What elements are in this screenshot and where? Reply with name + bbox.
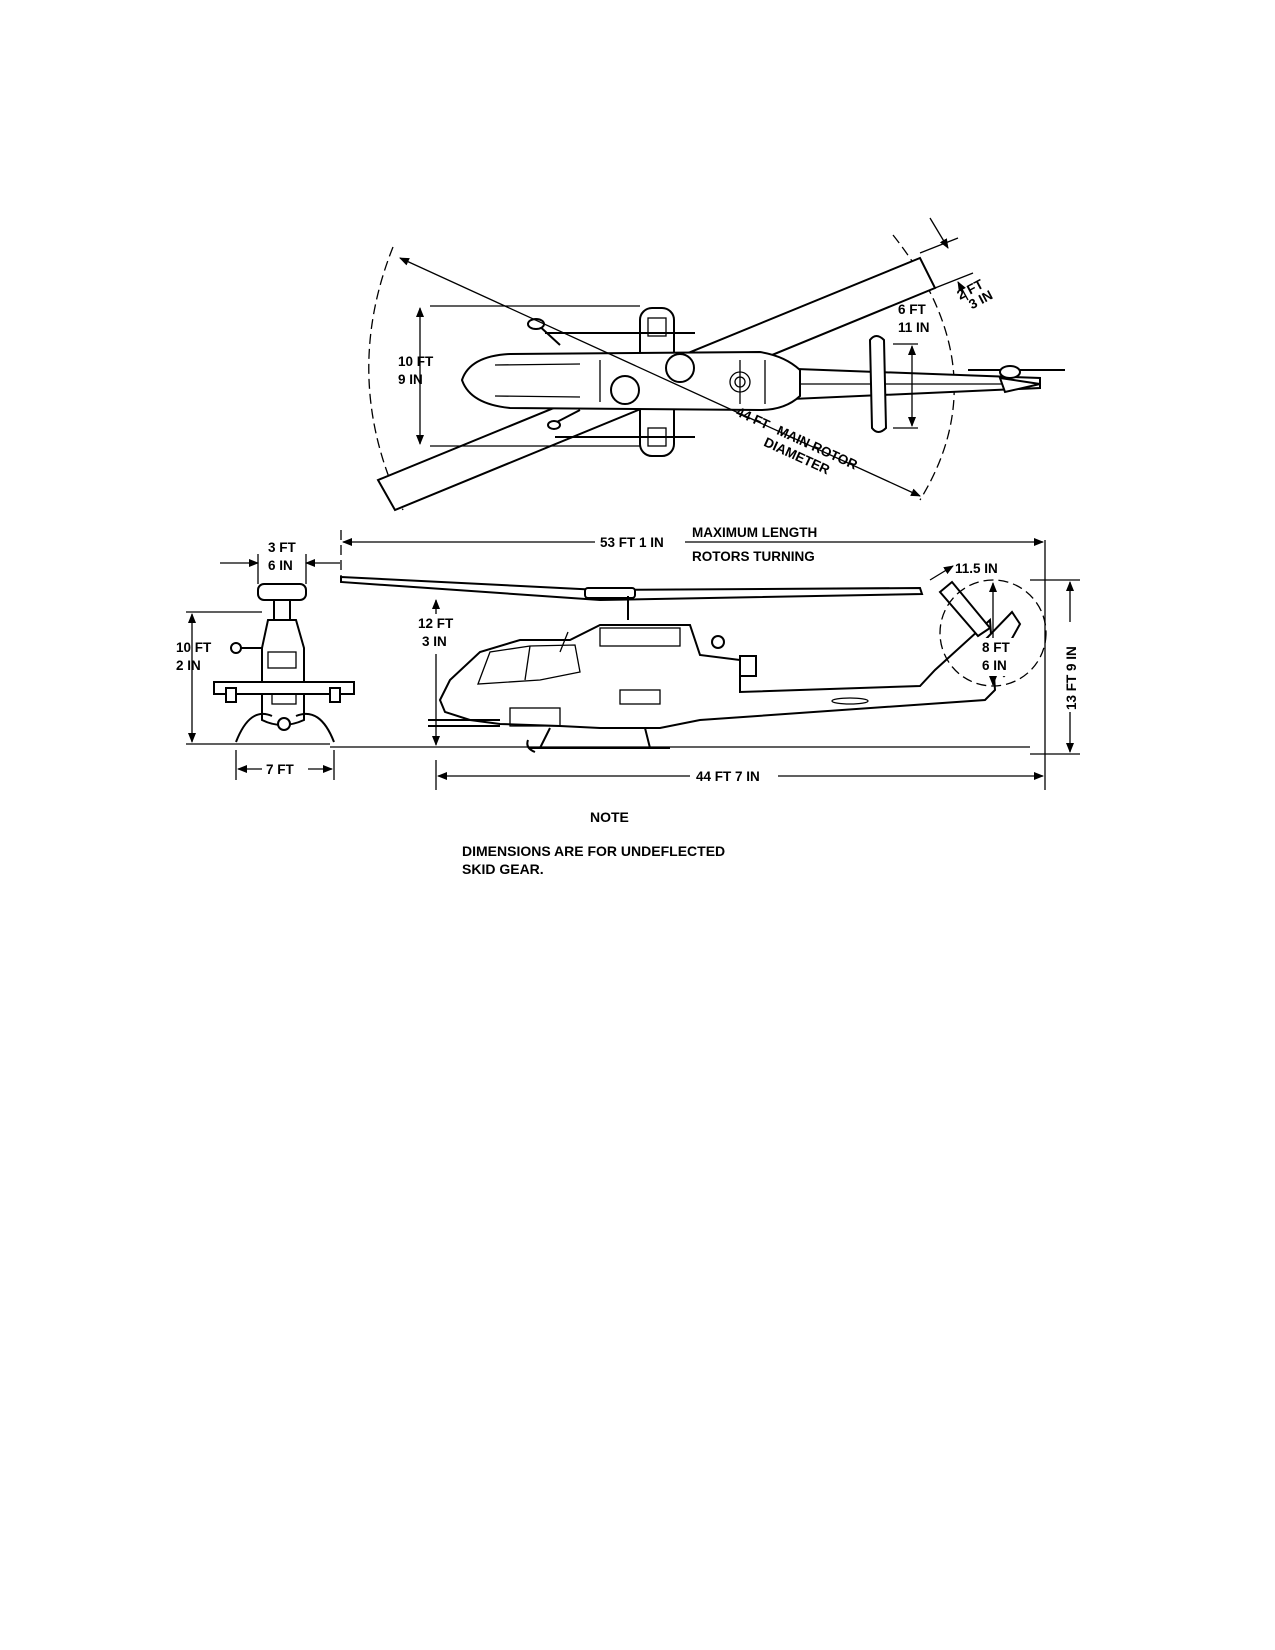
canopy bbox=[477, 644, 581, 685]
mast-height-label-1: 12 FT bbox=[418, 616, 454, 631]
note-heading: NOTE bbox=[590, 809, 629, 825]
stabilizer-label-1: 6 FT bbox=[898, 302, 927, 317]
stabilizer-label-2: 11 IN bbox=[898, 320, 930, 335]
front-height-label-2: 2 IN bbox=[176, 658, 201, 673]
rotor-diameter-line bbox=[399, 257, 921, 497]
front-hub-label-1: 3 FT bbox=[268, 540, 297, 555]
top-width-label-1: 10 FT bbox=[398, 354, 434, 369]
front-stub-wings bbox=[213, 681, 355, 695]
rotor-disc-right-arc bbox=[892, 234, 955, 501]
side-view: 53 FT 1 IN MAXIMUM LENGTH ROTORS TURNING… bbox=[330, 525, 1080, 790]
note-line-2: SKID GEAR. bbox=[462, 861, 544, 877]
top-width-label-2: 9 IN bbox=[398, 372, 423, 387]
tail-rotor-blade-side bbox=[938, 580, 992, 638]
skid-side bbox=[526, 727, 670, 753]
total-height-label: 13 FT 9 IN bbox=[1064, 646, 1079, 710]
tail-rotor-label-1: 8 FT bbox=[982, 640, 1011, 655]
horizontal-stabilizer bbox=[868, 335, 888, 433]
note-block: NOTE DIMENSIONS ARE FOR UNDEFLECTED SKID… bbox=[462, 808, 802, 878]
rotor-hub-top bbox=[665, 353, 695, 383]
front-height-label-1: 10 FT bbox=[176, 640, 212, 655]
note-line-1: DIMENSIONS ARE FOR UNDEFLECTED bbox=[462, 843, 726, 859]
front-fuselage bbox=[261, 619, 305, 726]
rotor-disc-left-arc bbox=[368, 246, 404, 511]
mast-height-label-2: 3 IN bbox=[422, 634, 447, 649]
max-length-label-1: MAXIMUM LENGTH bbox=[692, 525, 817, 540]
top-view: 44 FT MAIN ROTOR DIAMETER 10 FT 9 IN 6 F… bbox=[368, 217, 1065, 512]
tail-rotor-disc bbox=[939, 579, 1047, 687]
front-view: 3 FT 6 IN 10 FT 2 IN 7 FT bbox=[176, 540, 355, 780]
front-hub-label-2: 6 IN bbox=[268, 558, 293, 573]
front-rotor-hub bbox=[257, 583, 307, 601]
front-skids bbox=[235, 712, 335, 743]
front-skid-width-label: 7 FT bbox=[266, 762, 295, 777]
fuselage-side bbox=[438, 617, 997, 729]
max-length-label-2: ROTORS TURNING bbox=[692, 549, 815, 564]
blade-chord-line bbox=[957, 281, 969, 301]
max-length-value: 53 FT 1 IN bbox=[600, 535, 664, 550]
tail-rotor-label-2: 6 IN bbox=[982, 658, 1007, 673]
tail-chord-label: 11.5 IN bbox=[955, 561, 998, 576]
fuselage-length-label: 44 FT 7 IN bbox=[696, 769, 760, 784]
